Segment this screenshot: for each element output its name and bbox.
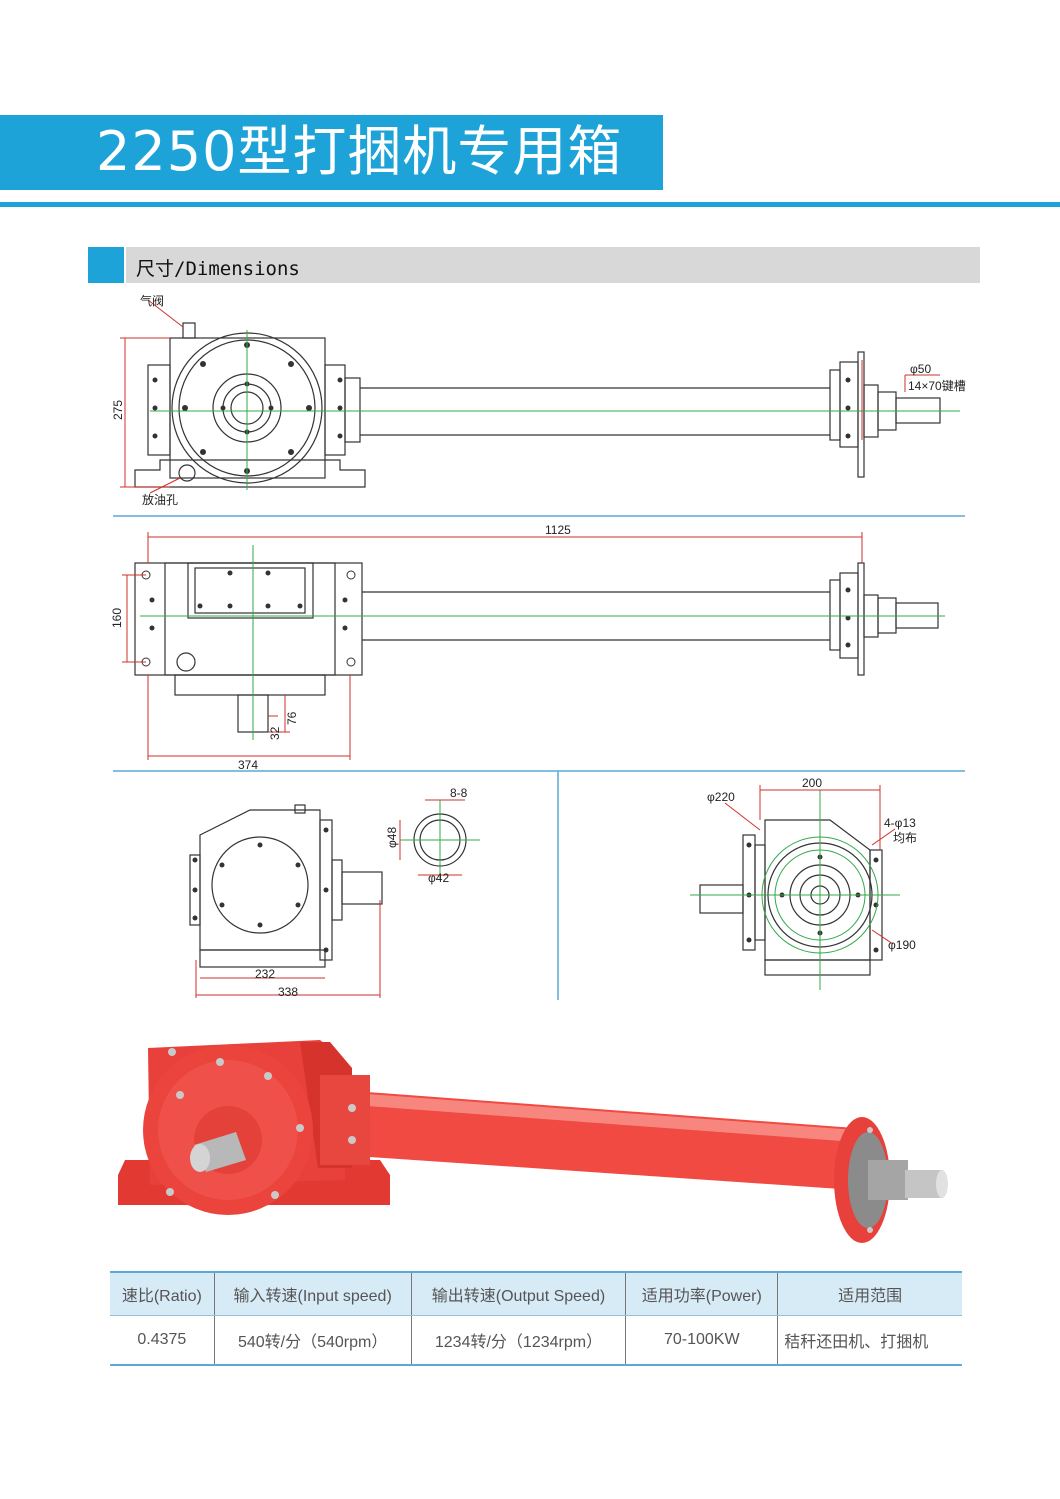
label-keyway: 14×70键槽 <box>908 379 966 393</box>
end-view <box>699 819 883 976</box>
label-232: 232 <box>255 967 275 981</box>
section-marker <box>88 247 124 283</box>
label-200: 200 <box>802 776 822 790</box>
label-spline: 8-8 <box>450 786 468 800</box>
title-rule <box>0 202 1060 207</box>
label-338: 338 <box>278 985 298 999</box>
cell-application: 秸秆还田机、打捆机 <box>777 1315 962 1366</box>
label-76: 76 <box>285 711 299 725</box>
spec-table: 速比(Ratio) 输入转速(Input speed) 输出转速(Output … <box>110 1271 962 1366</box>
product-image <box>118 1040 948 1243</box>
page-title: 2250型打捆机专用箱 <box>96 120 623 183</box>
col-application: 适用范围 <box>777 1271 962 1316</box>
table-header-row: 速比(Ratio) 输入转速(Input speed) 输出转速(Output … <box>110 1271 962 1316</box>
label-dia-42: φ42 <box>428 871 449 885</box>
col-input-speed: 输入转速(Input speed) <box>213 1271 412 1316</box>
label-evenly: 均布 <box>893 831 917 845</box>
section-bar <box>126 247 980 283</box>
col-ratio: 速比(Ratio) <box>110 1271 215 1316</box>
label-275: 275 <box>111 400 125 420</box>
label-dia-220: φ220 <box>707 790 735 804</box>
label-dia-48: φ48 <box>385 827 399 848</box>
label-374: 374 <box>238 758 258 772</box>
label-160: 160 <box>110 608 124 628</box>
cell-input-speed: 540转/分（540rpm） <box>213 1315 412 1366</box>
front-view <box>134 322 941 488</box>
label-drain-hole: 放油孔 <box>142 492 178 507</box>
col-output-speed: 输出转速(Output Speed) <box>410 1271 626 1316</box>
title-band <box>0 115 663 190</box>
label-32: 32 <box>268 726 282 740</box>
label-air-valve: 气阀 <box>140 293 164 308</box>
cell-ratio: 0.4375 <box>110 1315 215 1366</box>
top-view <box>134 562 939 733</box>
label-dia-190: φ190 <box>888 938 916 952</box>
section-title: 尺寸/Dimensions <box>136 258 300 280</box>
label-dia-50: φ50 <box>910 362 931 376</box>
cell-output-speed: 1234转/分（1234rpm） <box>410 1315 626 1366</box>
label-holes: 4-φ13 <box>884 816 916 830</box>
cell-power: 70-100KW <box>625 1315 778 1366</box>
label-1125: 1125 <box>545 523 571 537</box>
col-power: 适用功率(Power) <box>625 1271 778 1316</box>
table-row: 0.4375 540转/分（540rpm） 1234转/分（1234rpm） 7… <box>110 1315 962 1366</box>
